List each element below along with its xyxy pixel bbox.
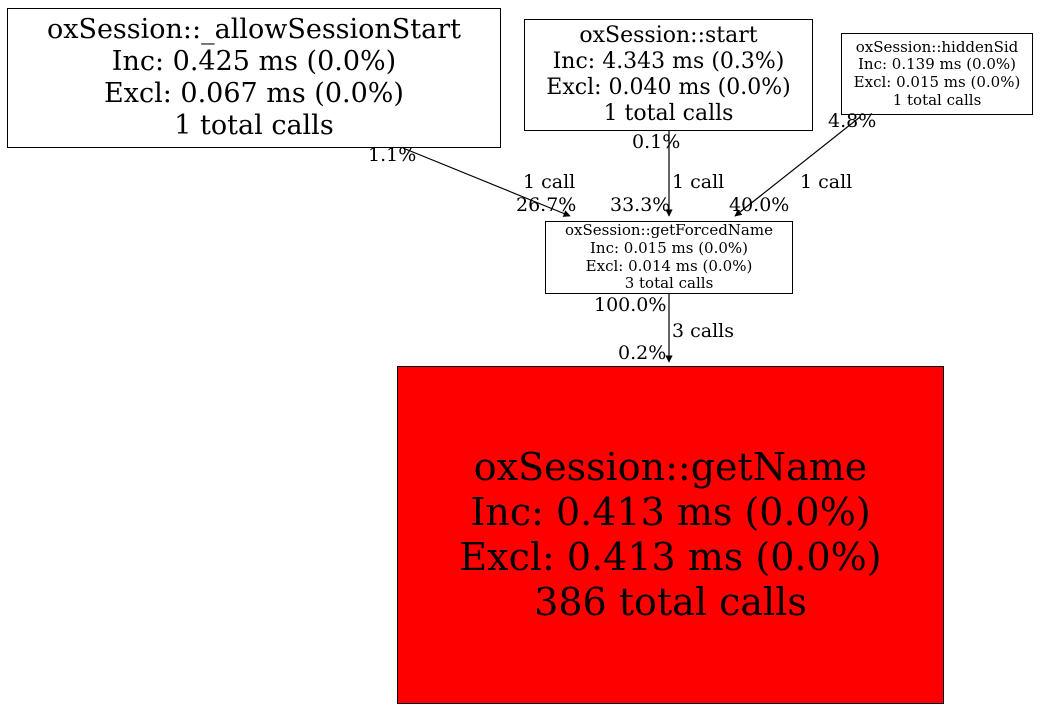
node-getforcedname-inc: Inc: 0.015 ms (0.0%)	[589, 238, 749, 257]
edge-label-hiddensid-source-pct: 4.8%	[828, 110, 877, 132]
node-getname[interactable]: oxSession::getName Inc: 0.413 ms (0.0%) …	[397, 366, 944, 704]
node-start-name: oxSession::start	[579, 23, 758, 49]
edge-label-allowsessionstart-calls: 1 call	[523, 171, 576, 193]
node-allowsessionstart-excl: Excl: 0.067 ms (0.0%)	[104, 78, 404, 109]
edge-label-hiddensid-target-pct: 40.0%	[729, 194, 790, 216]
edge-label-getforcedname-target-pct: 0.2%	[618, 342, 667, 364]
node-start-calls: 1 total calls	[603, 100, 734, 126]
edge-label-hiddensid-calls: 1 call	[800, 171, 853, 193]
node-getforcedname-calls: 3 total calls	[624, 274, 714, 293]
node-allowsessionstart-name: oxSession::_allowSessionStart	[46, 14, 462, 46]
node-hiddensid-calls: 1 total calls	[892, 90, 982, 109]
node-allowsessionstart[interactable]: oxSession::_allowSessionStart Inc: 0.425…	[7, 8, 501, 148]
node-start[interactable]: oxSession::start Inc: 4.343 ms (0.3%) Ex…	[524, 19, 813, 131]
node-getname-calls: 386 total calls	[534, 579, 807, 624]
node-start-inc: Inc: 4.343 ms (0.3%)	[552, 49, 785, 75]
node-getforcedname[interactable]: oxSession::getForcedName Inc: 0.015 ms (…	[545, 221, 793, 294]
node-hiddensid-inc: Inc: 0.139 ms (0.0%)	[857, 55, 1017, 74]
node-hiddensid-excl: Excl: 0.015 ms (0.0%)	[853, 73, 1021, 91]
edge-label-start-source-pct: 0.1%	[632, 131, 681, 153]
node-getforcedname-name: oxSession::getForcedName	[565, 221, 773, 240]
node-allowsessionstart-inc: Inc: 0.425 ms (0.0%)	[111, 46, 397, 78]
edge-label-getforcedname-calls: 3 calls	[672, 320, 735, 342]
node-getname-excl: Excl: 0.413 ms (0.0%)	[459, 535, 882, 579]
edge-label-start-calls: 1 call	[672, 171, 725, 193]
node-getforcedname-excl: Excl: 0.014 ms (0.0%)	[585, 256, 753, 275]
edge-label-allowsessionstart-source-pct: 1.1%	[368, 144, 417, 166]
node-hiddensid-name: oxSession::hiddenSid	[855, 37, 1019, 56]
edge-label-allowsessionstart-target-pct: 26.7%	[516, 194, 577, 216]
node-start-excl: Excl: 0.040 ms (0.0%)	[546, 75, 791, 100]
edge-label-getforcedname-source-pct: 100.0%	[594, 294, 667, 316]
node-hiddensid[interactable]: oxSession::hiddenSid Inc: 0.139 ms (0.0%…	[841, 33, 1033, 115]
node-getname-inc: Inc: 0.413 ms (0.0%)	[470, 490, 871, 535]
node-allowsessionstart-calls: 1 total calls	[174, 109, 334, 141]
node-getname-name: oxSession::getName	[473, 445, 868, 490]
edge-label-start-target-pct: 33.3%	[610, 194, 671, 216]
